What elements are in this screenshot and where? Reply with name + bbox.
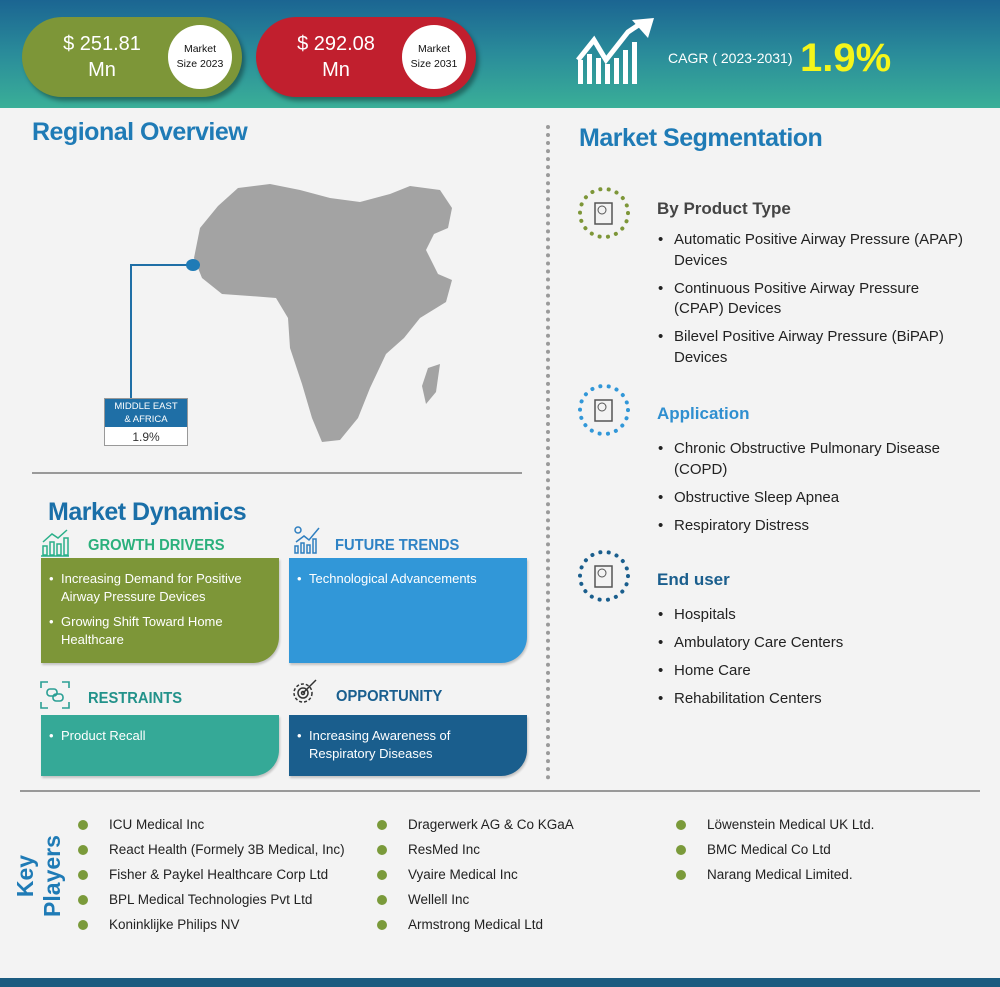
segment-item: Obstructive Sleep Apnea — [658, 488, 958, 509]
growth-driver-item: Growing Shift Toward Home Healthcare — [49, 613, 271, 649]
application-icon — [578, 384, 630, 436]
future-trend-item: Technological Advancements — [297, 570, 519, 588]
vertical-divider — [546, 125, 550, 780]
key-players-col-1: ICU Medical Inc React Health (Formely 3B… — [78, 812, 345, 937]
segment-item: Continuous Positive Airway Pressure (CPA… — [658, 279, 968, 320]
market-2031-label: Market — [417, 43, 451, 55]
segment-item: Bilevel Positive Airway Pressure (BiPAP)… — [658, 327, 968, 368]
product-type-icon — [578, 187, 630, 239]
growth-drivers-box: Increasing Demand for Positive Airway Pr… — [41, 558, 279, 663]
segment-title-end-user: End user — [657, 570, 730, 589]
opportunity-title: OPPORTUNITY — [336, 688, 443, 705]
segment-item: Rehabilitation Centers — [658, 689, 958, 710]
region-marker-dot — [186, 259, 200, 271]
key-player: Löwenstein Medical UK Ltd. — [675, 812, 874, 837]
growth-driver-item: Increasing Demand for Positive Airway Pr… — [49, 570, 271, 606]
key-player: BMC Medical Co Ltd — [675, 837, 874, 862]
key-player: React Health (Formely 3B Medical, Inc) — [78, 837, 345, 862]
growth-drivers-icon — [41, 529, 69, 557]
market-2023-value: $ 251.81 — [63, 33, 141, 55]
segment-item: Home Care — [658, 661, 958, 682]
broken-link-icon — [40, 681, 70, 709]
key-player: ICU Medical Inc — [78, 812, 345, 837]
growth-drivers-title: GROWTH DRIVERS — [88, 537, 225, 554]
key-players-title-wrap: Key Players — [12, 805, 65, 930]
key-player: Wellell Inc — [377, 887, 574, 912]
key-players-title: Key Players — [12, 835, 65, 917]
segment-title-product-type: By Product Type — [657, 199, 791, 218]
segment-item: Automatic Positive Airway Pressure (APAP… — [658, 230, 968, 271]
future-trends-icon — [294, 526, 320, 554]
key-players-col-2: Dragerwerk AG & Co KGaA ResMed Inc Vyair… — [377, 812, 574, 937]
divider — [32, 472, 522, 474]
region-name-2: & AFRICA — [124, 414, 168, 425]
regional-overview-title: Regional Overview — [32, 118, 248, 146]
product-type-list: Automatic Positive Airway Pressure (APAP… — [658, 230, 968, 376]
key-player: BPL Medical Technologies Pvt Ltd — [78, 887, 345, 912]
gear-target-icon — [293, 679, 317, 703]
divider — [20, 790, 980, 792]
key-player: Vyaire Medical Inc — [377, 862, 574, 887]
cagr-value: 1.9% — [800, 36, 892, 80]
market-2023-label-year: Size 2023 — [176, 58, 224, 70]
region-pointer-line — [130, 264, 190, 266]
footer-bar — [0, 978, 1000, 987]
key-player: Dragerwerk AG & Co KGaA — [377, 812, 574, 837]
region-label-box: MIDDLE EAST & AFRICA 1.9% — [104, 398, 188, 446]
market-2023-label: Market — [183, 43, 217, 55]
middle-east-africa-map — [194, 184, 452, 442]
region-pointer-line-vertical — [130, 264, 132, 400]
market-dynamics-title: Market Dynamics — [48, 498, 247, 526]
market-2031-label-year: Size 2031 — [410, 58, 458, 70]
market-segmentation-title: Market Segmentation — [579, 124, 823, 152]
market-2031-unit: Mn — [322, 59, 350, 81]
end-user-icon — [578, 550, 630, 602]
region-name: MIDDLE EAST — [114, 401, 178, 412]
segment-item: Respiratory Distress — [658, 516, 958, 537]
future-trends-box: Technological Advancements — [289, 558, 527, 663]
end-user-list: Hospitals Ambulatory Care Centers Home C… — [658, 605, 958, 717]
growth-chart-icon — [576, 18, 654, 84]
key-player: Fisher & Paykel Healthcare Corp Ltd — [78, 862, 345, 887]
segment-item: Chronic Obstructive Pulmonary Disease (C… — [658, 439, 958, 480]
application-list: Chronic Obstructive Pulmonary Disease (C… — [658, 439, 958, 544]
segment-title-application: Application — [657, 404, 750, 423]
region-cagr-value: 1.9% — [132, 430, 160, 444]
future-trends-title: FUTURE TRENDS — [335, 537, 460, 554]
segment-item: Hospitals — [658, 605, 958, 626]
segment-item: Ambulatory Care Centers — [658, 633, 958, 654]
key-player: Armstrong Medical Ltd — [377, 912, 574, 937]
key-players-col-3: Löwenstein Medical UK Ltd. BMC Medical C… — [675, 812, 874, 887]
restraints-title: RESTRAINTS — [88, 690, 183, 707]
opportunity-box: Increasing Awareness of Respiratory Dise… — [289, 715, 527, 776]
key-player: Koninklijke Philips NV — [78, 912, 345, 937]
restraint-item: Product Recall — [49, 727, 271, 745]
key-player: Narang Medical Limited. — [675, 862, 874, 887]
market-2031-value: $ 292.08 — [297, 33, 375, 55]
cagr-label: CAGR ( 2023-2031) — [668, 50, 793, 66]
restraints-box: Product Recall — [41, 715, 279, 776]
opportunity-item: Increasing Awareness of Respiratory Dise… — [297, 727, 519, 763]
key-player: ResMed Inc — [377, 837, 574, 862]
market-2023-unit: Mn — [88, 59, 116, 81]
